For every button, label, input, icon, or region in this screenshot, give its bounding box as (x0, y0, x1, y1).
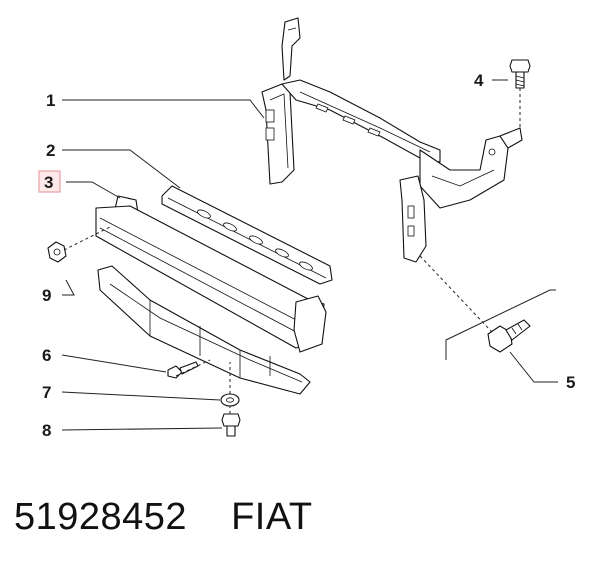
callout-4: 4 (474, 71, 484, 90)
part-5-bolt (487, 319, 531, 353)
part-1-radiator-support (261, 17, 523, 263)
part-7-washer (220, 393, 240, 407)
svg-text:9: 9 (42, 286, 51, 305)
part-number: 51928452 (14, 495, 188, 538)
brand-name: FIAT (231, 495, 313, 538)
callout-5: 5 (566, 373, 575, 392)
svg-text:5: 5 (566, 373, 575, 392)
svg-text:7: 7 (42, 383, 51, 402)
svg-text:6: 6 (42, 346, 51, 365)
svg-text:1: 1 (46, 91, 55, 110)
caption: 51928452 FIAT (14, 492, 313, 542)
leader-lines (61, 79, 558, 431)
part-8-bolt (221, 413, 241, 437)
callout-3-highlight-box (38, 170, 61, 193)
callout-3-highlighted[interactable]: 3 (38, 170, 61, 193)
part-6-screw (167, 361, 199, 379)
part-2-upper-plate (161, 185, 333, 285)
callout-7: 7 (42, 383, 51, 402)
callout-9: 9 (42, 286, 51, 305)
part-3-bumper-beam (95, 195, 327, 395)
parts-diagram: 1 2 3 4 5 6 7 8 9 (38, 17, 575, 440)
callout-1: 1 (46, 91, 55, 110)
part-9-nut (47, 241, 67, 263)
callout-2: 2 (46, 141, 55, 160)
callout-6: 6 (42, 346, 51, 365)
callout-8: 8 (42, 421, 51, 440)
part-4-bolt (509, 59, 531, 89)
svg-text:3: 3 (44, 173, 53, 192)
svg-text:4: 4 (474, 71, 484, 90)
svg-text:2: 2 (46, 141, 55, 160)
svg-text:8: 8 (42, 421, 51, 440)
